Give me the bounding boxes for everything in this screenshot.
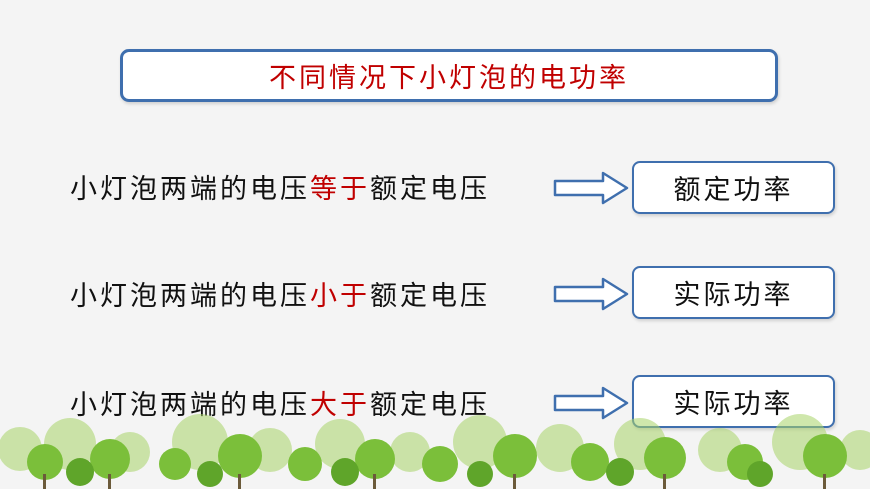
result-label: 额定功率	[673, 175, 794, 206]
right-arrow-icon	[553, 277, 629, 311]
slide-title: 不同情况下小灯泡的电功率	[269, 63, 629, 94]
condition-highlight: 小于	[310, 281, 370, 312]
condition-row-2: 小灯泡两端的电压小于额定电压	[70, 274, 490, 313]
result-label: 实际功率	[673, 389, 794, 420]
condition-suffix: 额定电压	[370, 281, 490, 312]
condition-highlight: 大于	[310, 390, 370, 421]
tree-border	[0, 414, 870, 489]
condition-prefix: 小灯泡两端的电压	[70, 281, 310, 312]
right-arrow-icon	[553, 386, 629, 420]
title-box: 不同情况下小灯泡的电功率	[120, 49, 778, 102]
condition-suffix: 额定电压	[370, 390, 490, 421]
result-box-1: 额定功率	[632, 161, 835, 214]
condition-prefix: 小灯泡两端的电压	[70, 174, 310, 205]
result-box-2: 实际功率	[632, 266, 835, 319]
condition-row-3: 小灯泡两端的电压大于额定电压	[70, 383, 490, 422]
condition-highlight: 等于	[310, 174, 370, 205]
result-label: 实际功率	[673, 280, 794, 311]
condition-row-1: 小灯泡两端的电压等于额定电压	[70, 167, 490, 206]
right-arrow-icon	[553, 171, 629, 205]
condition-suffix: 额定电压	[370, 174, 490, 205]
condition-prefix: 小灯泡两端的电压	[70, 390, 310, 421]
